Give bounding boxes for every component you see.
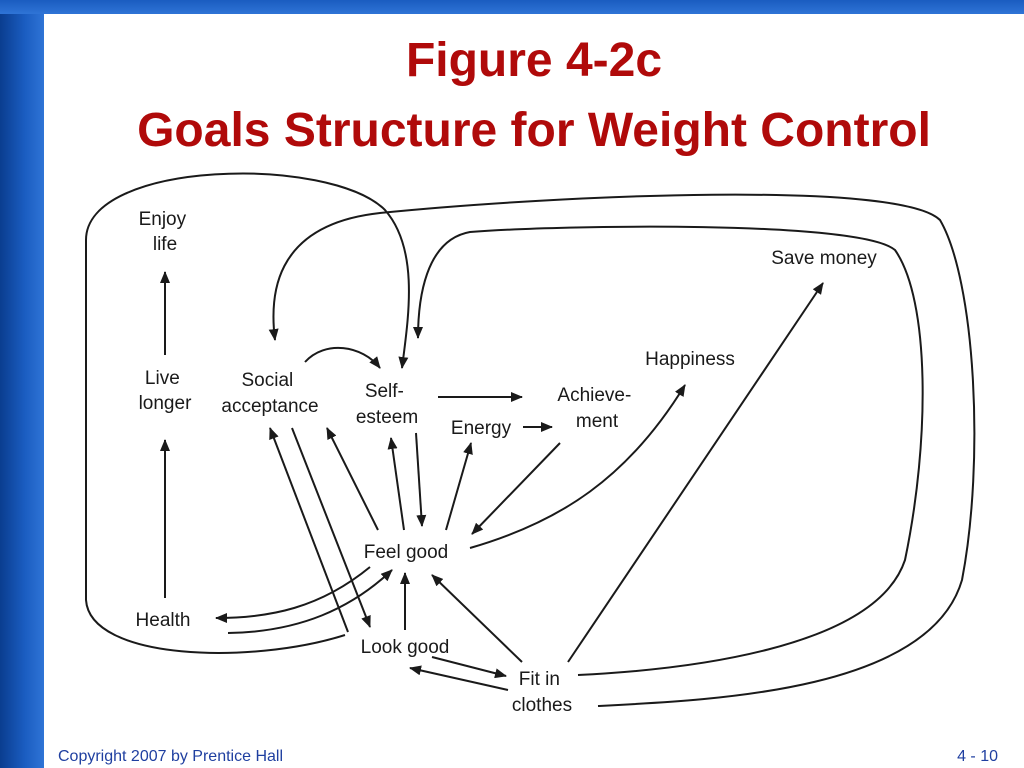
edge-fit-lookgood <box>409 665 509 691</box>
node-enjoy-life: Enjoy life <box>139 209 192 255</box>
edge-selfesteem-feelgood <box>415 432 427 527</box>
edge-health-feelgood <box>227 569 393 634</box>
node-achievement: Achieve- ment <box>557 385 636 432</box>
node-happiness: Happiness <box>645 349 735 370</box>
edge-fit-feelgood <box>431 574 523 663</box>
edge-feelgood-health <box>215 566 371 623</box>
node-save-money: Save money <box>771 248 877 269</box>
edge-lookgood-fit <box>431 656 507 679</box>
node-feel-good: Feel good <box>364 542 449 563</box>
node-self-esteem: Self- esteem <box>356 381 418 428</box>
edge-achievement-feelgood <box>471 442 561 535</box>
edge-fit-loop-selfesteem <box>413 225 924 676</box>
page-number: 4 - 10 <box>957 748 998 765</box>
node-look-good: Look good <box>361 637 450 658</box>
node-energy: Energy <box>451 418 512 439</box>
edge-social-lookgood <box>291 427 371 628</box>
edge-feelgood-social <box>326 427 379 531</box>
slide-title: Figure 4-2c <box>405 34 663 87</box>
edge-feelgood-energy <box>445 442 473 531</box>
edge-social-selfesteem <box>304 346 381 369</box>
slide-sidebar <box>0 0 44 768</box>
edge-feelgood-happiness <box>469 384 686 549</box>
node-social-acceptance: Social acceptance <box>221 370 318 417</box>
edge-lookgood-loop-selfesteem <box>85 172 410 654</box>
edge-fit-savemoney <box>567 282 824 663</box>
slide-top-bar <box>0 0 1024 14</box>
edge-fit-loop-social <box>268 193 976 707</box>
footer-copyright: Copyright 2007 by Prentice Hall <box>58 748 284 765</box>
slide-subtitle: Goals Structure for Weight Control <box>137 104 931 157</box>
node-health: Health <box>136 610 191 631</box>
edge-lookgood-social <box>269 427 349 633</box>
edge-feelgood-selfesteem <box>387 437 405 531</box>
node-fit-in-clothes: Fit in clothes <box>512 669 572 716</box>
node-live-longer: Live longer <box>139 368 192 414</box>
